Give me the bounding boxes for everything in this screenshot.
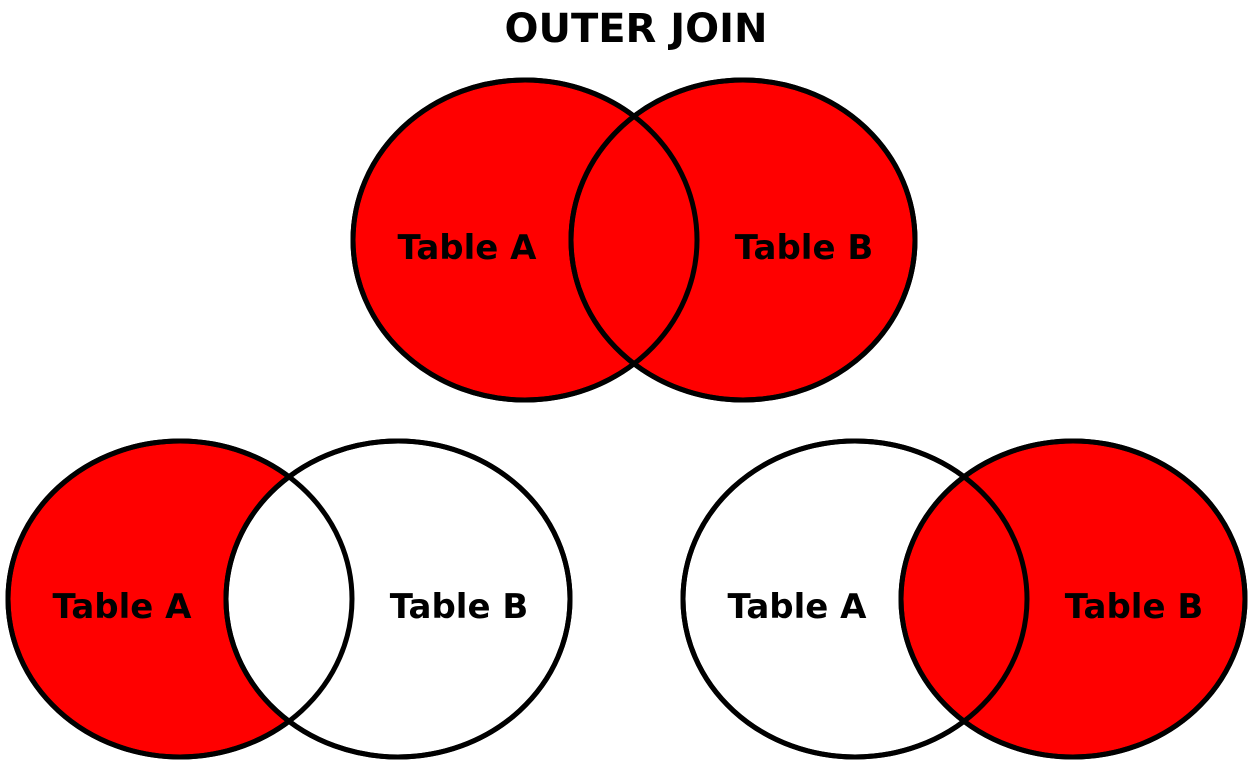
circle-table-b-outline [223,438,573,760]
label-table-b: Table B [1065,587,1204,627]
circle-table-a-outline [5,438,355,760]
label-table-a: Table A [728,587,868,627]
label-table-b: Table B [735,228,874,268]
circle-table-b-outline [568,77,918,403]
circle-table-b-outline [898,438,1248,760]
venn-left-outer: Table A Table B [5,438,573,760]
label-table-a: Table A [398,228,538,268]
label-table-a: Table A [53,587,193,627]
venn-right-outer: Table A Table B [680,438,1248,760]
label-table-b: Table B [390,587,529,627]
circle-outlines [5,77,1248,760]
circle-table-a-outline [350,77,700,403]
circle-table-a-outline [680,438,1030,760]
venn-full-outer: Table A Table B [350,77,918,403]
diagram-title: OUTER JOIN [504,6,767,52]
